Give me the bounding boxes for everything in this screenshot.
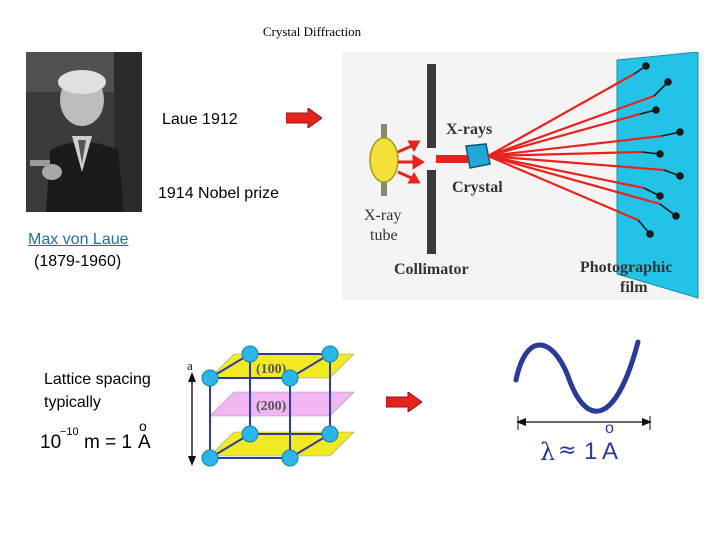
xray-tube-label-line2: tube	[370, 227, 398, 244]
xrays-label: X-rays	[446, 121, 492, 138]
approx-symbol: ≈	[558, 438, 577, 463]
lambda-symbol: λ	[540, 438, 556, 466]
wave-svg	[513, 339, 652, 430]
formula-exponent: −10	[60, 426, 79, 438]
right-arrow-icon	[286, 108, 322, 128]
plane-200-label: (200)	[256, 399, 287, 414]
wavelength-unit: A	[602, 438, 619, 465]
nobel-prize-label: 1914 Nobel prize	[158, 185, 279, 202]
page-title: Crystal Diffraction	[262, 24, 362, 39]
formula-base: 10	[40, 432, 62, 453]
wavelength-value: 1	[584, 438, 598, 465]
plane-100-label: (100)	[256, 362, 287, 377]
xray-tube-icon	[369, 124, 399, 196]
scientist-name-link[interactable]: Max von Laue	[28, 231, 129, 248]
formula-unit: A	[138, 432, 151, 453]
diffraction-spots	[633, 62, 684, 238]
spacing-label: a	[187, 358, 193, 373]
portrait-illustration	[26, 52, 142, 212]
crystal-label: Crystal	[452, 179, 503, 196]
collimator-label: Collimator	[394, 261, 469, 278]
scientist-years: (1879-1960)	[34, 253, 122, 270]
lattice-caption-line1: Lattice spacing	[44, 371, 151, 388]
lattice-nodes	[201, 345, 339, 467]
right-arrow-icon-2	[386, 392, 422, 412]
film-label-line2: film	[620, 279, 648, 296]
lattice-svg: a (100) (200)	[187, 345, 355, 467]
collimator-top	[427, 64, 436, 148]
discovery-label: Laue 1912	[162, 111, 238, 128]
crystal-icon	[465, 143, 491, 169]
photographic-film	[616, 51, 699, 299]
lattice-caption-line2: typically	[44, 394, 101, 411]
lattice-spacing-formula: 10 −10 m = 1 A o	[40, 418, 170, 460]
formula-middle: m = 1	[84, 432, 133, 453]
diffracted-beams	[487, 73, 665, 222]
wavelength-diagram	[512, 336, 656, 472]
wave-angstrom-ring: o	[605, 420, 614, 437]
xray-tube-label-line1: X-ray	[364, 207, 401, 224]
wave-curve	[513, 339, 641, 414]
laue-experiment-diagram: X-rays Crystal X-ray tube Collimator Pho…	[342, 51, 704, 300]
angstrom-ring: o	[139, 418, 147, 434]
collimator-bottom	[427, 170, 436, 254]
wavelength-formula: λ ≈ 1 A o	[540, 420, 650, 468]
film-label-line1: Photographic	[580, 259, 672, 276]
crystal-lattice-diagram: a (100) (200)	[186, 340, 362, 475]
portrait-photo	[26, 52, 142, 212]
experiment-svg: X-rays Crystal X-ray tube Collimator Pho…	[342, 51, 704, 300]
